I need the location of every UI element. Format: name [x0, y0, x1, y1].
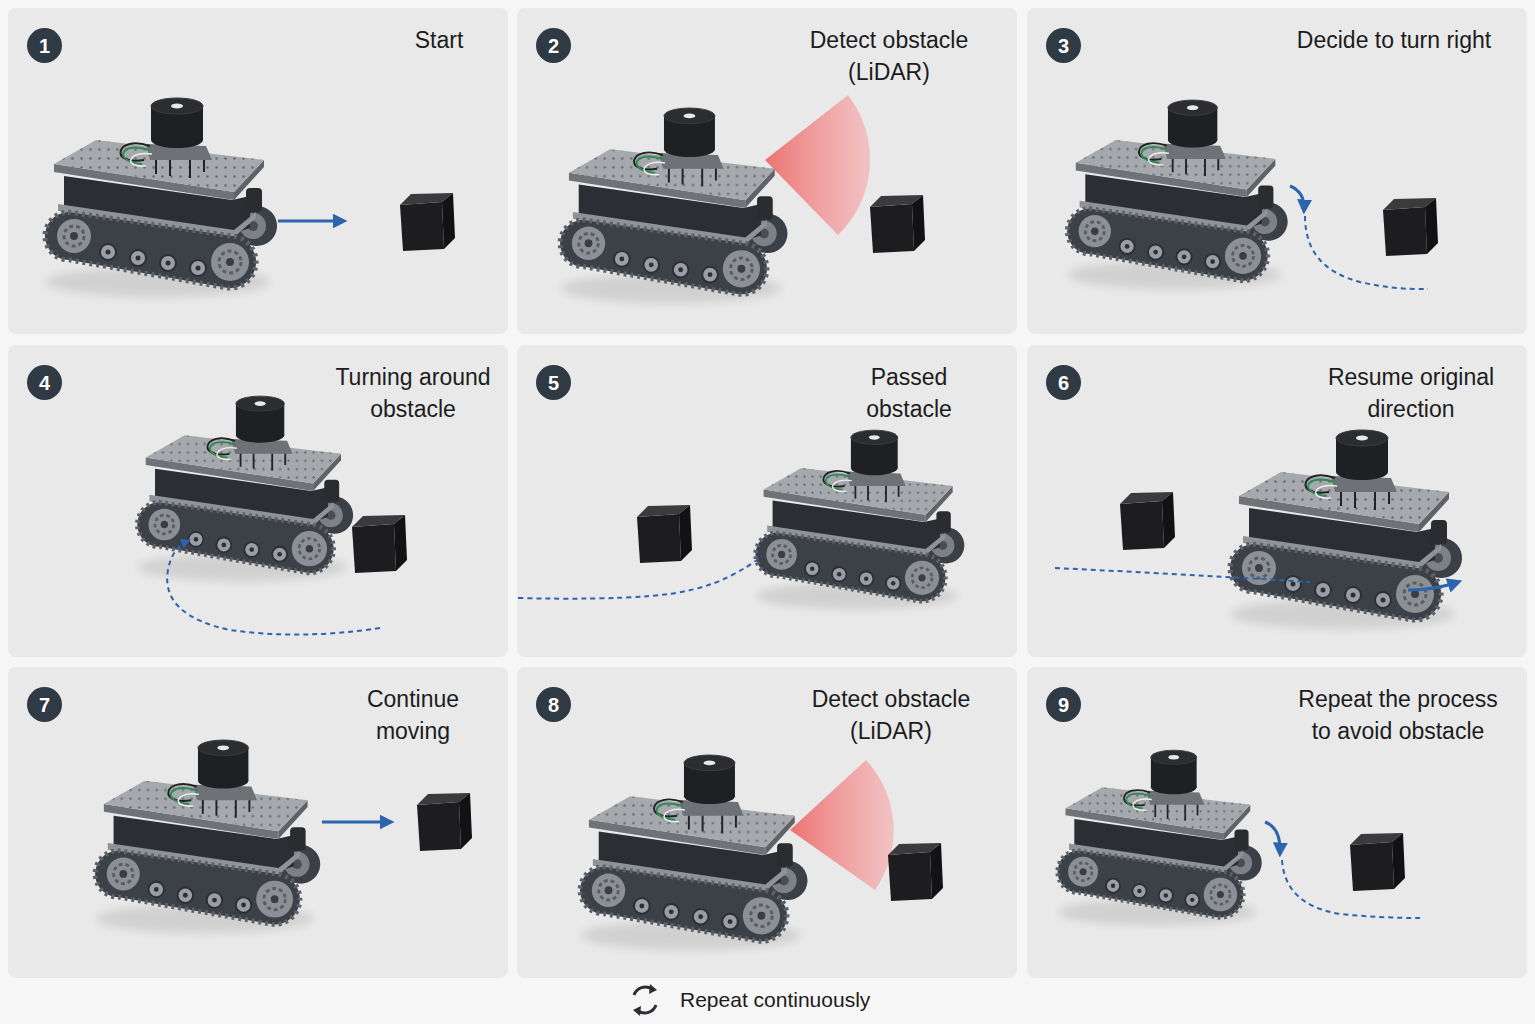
step-panel: Start 1 — [8, 8, 508, 334]
step-number: 3 — [1058, 36, 1069, 56]
step-caption: Decide to turn right — [1264, 24, 1524, 56]
step-caption: Turning around obstacle — [313, 361, 513, 425]
step-number: 2 — [548, 36, 559, 56]
step-badge: 7 — [27, 687, 62, 722]
step-panel: Detect obstacle (LiDAR) 8 — [517, 667, 1017, 978]
repeat-head — [633, 1006, 641, 1016]
step-panel: Passed obstacle 5 — [517, 345, 1017, 657]
repeat-icon — [633, 984, 657, 1016]
step-number: 5 — [548, 373, 559, 393]
step-badge: 6 — [1046, 365, 1081, 400]
step-caption: Repeat the process to avoid obstacle — [1292, 683, 1504, 747]
step-badge: 2 — [536, 28, 571, 63]
repeat-head — [649, 984, 657, 994]
step-panel: Repeat the process to avoid obstacle 9 — [1027, 667, 1527, 978]
step-number: 9 — [1058, 695, 1069, 715]
footer-note: Repeat continuously — [680, 986, 870, 1014]
step-caption: Start — [369, 24, 509, 56]
step-badge: 9 — [1046, 687, 1081, 722]
step-number: 6 — [1058, 373, 1069, 393]
step-caption: Passed obstacle — [844, 361, 974, 425]
step-panel: Turning around obstacle4 — [8, 345, 508, 657]
step-badge: 1 — [27, 28, 62, 63]
step-panel: Decide to turn right 3 — [1027, 8, 1527, 334]
step-number: 4 — [39, 373, 50, 393]
step-panel: Detect obstacle (LiDAR) 2 — [517, 8, 1017, 334]
step-badge: 4 — [27, 365, 62, 400]
step-number: 8 — [548, 695, 559, 715]
repeat-arc — [638, 1005, 656, 1013]
step-caption: Detect obstacle (LiDAR) — [791, 683, 991, 747]
step-caption: Resume original direction — [1311, 361, 1511, 425]
repeat-arc — [634, 987, 652, 995]
step-number: 1 — [39, 36, 50, 56]
step-caption: Continue moving — [348, 683, 478, 747]
step-badge: 8 — [536, 687, 571, 722]
step-number: 7 — [39, 695, 50, 715]
step-panel: Resume original direction 6 — [1027, 345, 1527, 657]
step-caption: Detect obstacle (LiDAR) — [789, 24, 989, 88]
step-badge: 3 — [1046, 28, 1081, 63]
step-badge: 5 — [536, 365, 571, 400]
step-panel: Continue moving 7 — [8, 667, 508, 978]
